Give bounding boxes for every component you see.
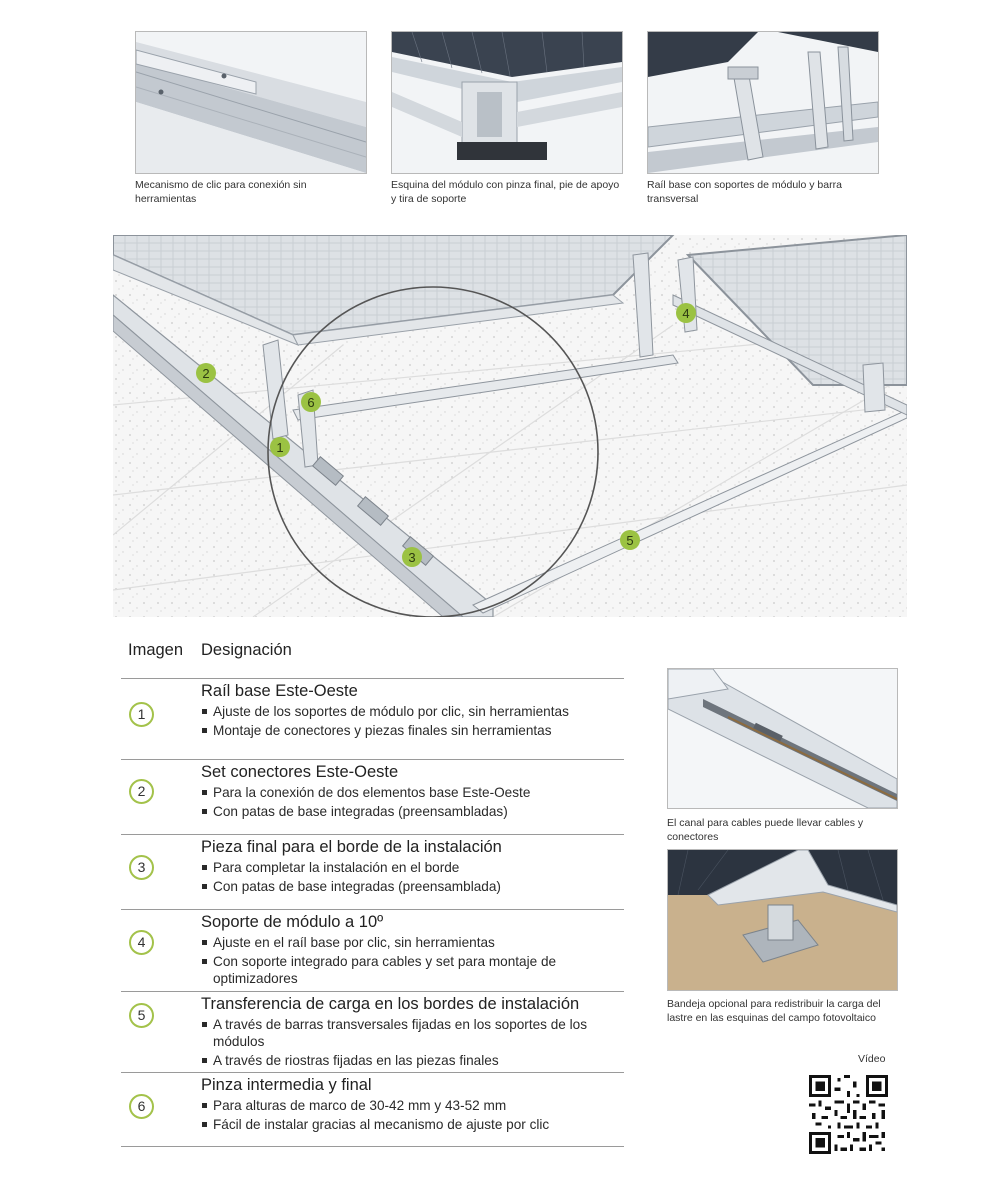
table-row: 1 Raíl base Este-Oeste Ajuste de los sop… [121, 678, 624, 760]
row-title: Raíl base Este-Oeste [201, 682, 358, 700]
video-label: Vídeo [858, 1053, 886, 1065]
module-corner-image [392, 32, 622, 173]
list-item: Fácil de instalar gracias al mecanismo d… [201, 1116, 621, 1133]
row-number-badge: 3 [129, 855, 154, 880]
row-bullets: Para alturas de marco de 30-42 mm y 43-5… [201, 1097, 621, 1135]
list-item: Con patas de base integradas (preensambl… [201, 878, 621, 895]
row-number-badge: 4 [129, 930, 154, 955]
row-bullets: A través de barras transversales fijadas… [201, 1016, 621, 1071]
cable-channel-caption: El canal para cables puede llevar cables… [667, 817, 864, 843]
row-bullets: Para la conexión de dos elementos base E… [201, 784, 621, 822]
marker-5-label: 5 [626, 533, 633, 548]
table-row: 5 Transferencia de carga en los bordes d… [121, 991, 624, 1073]
table-row: 6 Pinza intermedia y final Para alturas … [121, 1072, 624, 1147]
marker-3-label: 3 [408, 550, 415, 565]
row-bullets: Para completar la instalación en el bord… [201, 859, 621, 897]
thumbnail-base-rail [647, 31, 879, 174]
list-item: Con patas de base integradas (preensambl… [201, 803, 621, 820]
mounting-system-diagram: 1 2 3 4 5 6 [113, 235, 907, 617]
list-item: Para completar la instalación en el bord… [201, 859, 621, 876]
row-bullets: Ajuste en el raíl base por clic, sin her… [201, 934, 621, 989]
row-title: Pieza final para el borde de la instalac… [201, 838, 502, 856]
cable-channel-drawing [668, 669, 897, 808]
list-item: A través de riostras fijadas en las piez… [201, 1052, 621, 1069]
list-item: Ajuste de los soportes de módulo por cli… [201, 703, 621, 720]
marker-6-label: 6 [307, 395, 314, 410]
marker-1 [270, 437, 290, 457]
marker-1-label: 1 [276, 440, 283, 455]
marker-4-label: 4 [682, 306, 689, 321]
ballast-tray-drawing [668, 850, 897, 990]
list-item: Montaje de conectores y piezas finales s… [201, 722, 621, 739]
list-item: A través de barras transversales fijadas… [201, 1016, 621, 1050]
thumbnail-caption: Mecanismo de clic para conexión sin herr… [135, 179, 307, 205]
base-rail-image [648, 32, 878, 173]
marker-6 [301, 392, 321, 412]
list-item: Para alturas de marco de 30-42 mm y 43-5… [201, 1097, 621, 1114]
ballast-tray-caption: Bandeja opcional para redistribuir la ca… [667, 998, 881, 1024]
table-row: 4 Soporte de módulo a 10º Ajuste en el r… [121, 909, 624, 992]
click-mechanism-image [136, 32, 366, 173]
video-qr-code[interactable] [809, 1075, 888, 1154]
row-title: Transferencia de carga en los bordes de … [201, 995, 580, 1013]
cable-channel-image [667, 668, 898, 809]
row-title: Pinza intermedia y final [201, 1076, 372, 1094]
ballast-tray-image [667, 849, 898, 991]
list-item: Ajuste en el raíl base por clic, sin her… [201, 934, 621, 951]
thumbnail-module-corner [391, 31, 623, 174]
system-overview-illustration: 1 2 3 4 5 6 [113, 235, 907, 617]
table-row: 3 Pieza final para el borde de la instal… [121, 834, 624, 910]
table-row: 2 Set conectores Este-Oeste Para la cone… [121, 759, 624, 835]
row-number-badge: 1 [129, 702, 154, 727]
thumbnail-click-mechanism [135, 31, 367, 174]
table-bottom-rule [121, 1146, 624, 1147]
marker-2-label: 2 [202, 366, 209, 381]
thumbnail-caption: Raíl base con soportes de módulo y barra… [647, 179, 842, 205]
list-item: Con soporte integrado para cables y set … [201, 953, 621, 987]
column-header-designation: Designación [201, 641, 292, 659]
column-header-image: Imagen [128, 641, 184, 659]
thumbnail-caption: Esquina del módulo con pinza final, pie … [391, 179, 620, 205]
marker-4 [676, 303, 696, 323]
row-number-badge: 2 [129, 779, 154, 804]
row-title: Soporte de módulo a 10º [201, 913, 384, 931]
marker-2 [196, 363, 216, 383]
row-number-badge: 6 [129, 1094, 154, 1119]
list-item: Para la conexión de dos elementos base E… [201, 784, 621, 801]
row-bullets: Ajuste de los soportes de módulo por cli… [201, 703, 621, 741]
marker-5 [620, 530, 640, 550]
marker-3 [402, 547, 422, 567]
row-number-badge: 5 [129, 1003, 154, 1028]
row-title: Set conectores Este-Oeste [201, 763, 399, 781]
